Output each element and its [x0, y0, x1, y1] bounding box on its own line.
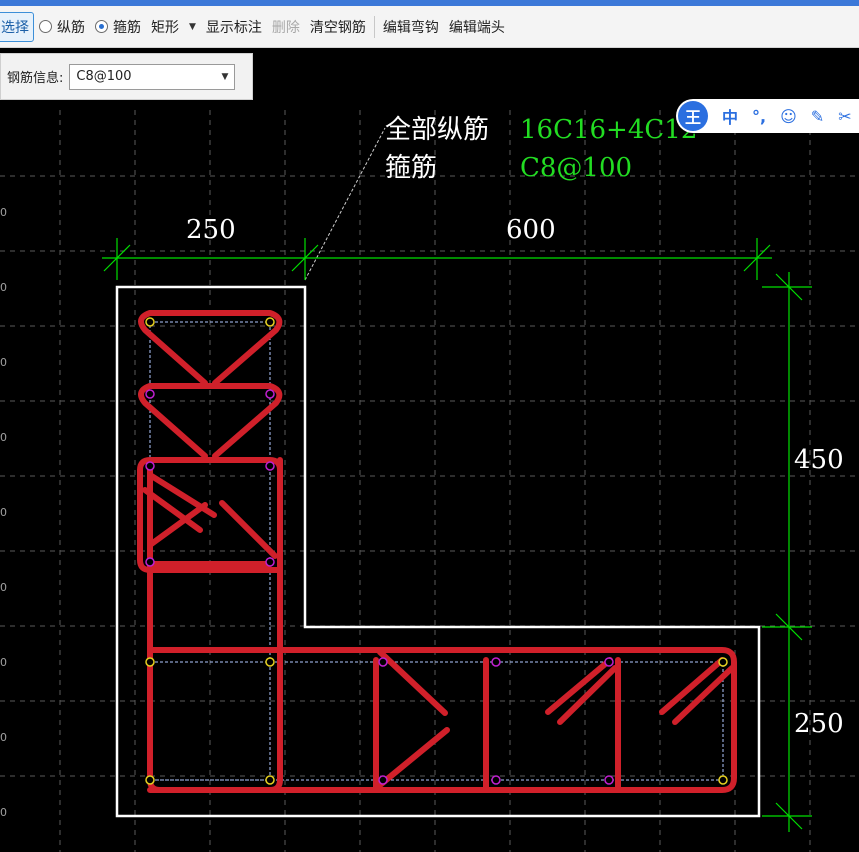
- stirrup-label: 箍筋: [385, 153, 437, 183]
- rebar-info-select[interactable]: C8@100 ▼: [69, 63, 236, 90]
- radio-icon: [39, 20, 52, 33]
- ime-emoji-icon[interactable]: ☺: [780, 106, 797, 126]
- ime-logo-icon[interactable]: 王: [678, 101, 708, 131]
- axis-tick-label: 0: [0, 656, 7, 669]
- axis-tick-label: 0: [0, 731, 7, 744]
- ime-lang-toggle[interactable]: 中: [722, 108, 739, 127]
- dim-right-bottom: 250: [794, 709, 844, 739]
- stirrup-value: C8@100: [520, 153, 632, 183]
- dimensions: [102, 238, 812, 832]
- axis-tick-labels: 0 0 0 0 0 0 0 0 0: [0, 206, 7, 819]
- delete-button[interactable]: 删除: [271, 19, 300, 36]
- rebar-info-label: 钢筋信息:: [7, 71, 64, 86]
- axis-tick-label: 0: [0, 581, 7, 594]
- dim-top-right: 600: [506, 215, 556, 245]
- chevron-down-icon: ▼: [189, 21, 196, 32]
- dim-right-top: 450: [794, 445, 844, 475]
- axis-tick-label: 0: [0, 806, 7, 819]
- ime-pen-icon[interactable]: ✎: [810, 106, 825, 126]
- clear-rebar-button[interactable]: 清空钢筋: [309, 19, 366, 36]
- longitudinal-label: 全部纵筋: [385, 115, 489, 145]
- ime-toolbar[interactable]: 王 中 °, ☺ ✎ ✂: [676, 99, 859, 133]
- axis-tick-label: 0: [0, 356, 7, 369]
- axis-tick-label: 0: [0, 431, 7, 444]
- axis-tick-label: 0: [0, 206, 7, 219]
- inner-guide-lines: [149, 321, 724, 781]
- corner-bars[interactable]: [145, 317, 728, 785]
- show-dimension-button[interactable]: 显示标注: [205, 19, 262, 36]
- ime-tool-icon[interactable]: ✂: [838, 106, 852, 126]
- axis-tick-label: 0: [0, 281, 7, 294]
- chevron-down-icon: ▼: [221, 71, 229, 82]
- middle-bars[interactable]: [145, 389, 614, 785]
- longitudinal-value: 16C16+4C12: [520, 115, 697, 145]
- dim-top-left: 250: [186, 215, 236, 245]
- rect-dropdown[interactable]: 矩形▼: [151, 19, 196, 36]
- axis-tick-label: 0: [0, 506, 7, 519]
- stirrup-radio[interactable]: 箍筋: [90, 13, 146, 41]
- toolbar: 选择 纵筋 箍筋 矩形▼ 显示标注 删除 清空钢筋 编辑弯钩 编辑端头: [0, 6, 859, 48]
- window-top-border: [0, 0, 859, 6]
- stirrups[interactable]: [137, 310, 737, 793]
- section-outline[interactable]: [115, 285, 761, 818]
- radio-checked-icon: [95, 20, 108, 33]
- select-button[interactable]: 选择: [0, 11, 34, 42]
- edit-end-button[interactable]: 编辑端头: [448, 19, 505, 36]
- dimension-texts: 250 600 450 250: [186, 215, 844, 739]
- rebar-info-value: C8@100: [76, 69, 132, 84]
- rebar-annotation: 全部纵筋 16C16+4C12 箍筋 C8@100: [385, 115, 697, 183]
- rebar-info-panel: 钢筋信息: C8@100 ▼: [0, 53, 253, 100]
- toolbar-separator: [373, 15, 375, 38]
- ime-punct-icon[interactable]: °,: [752, 106, 767, 126]
- longitudinal-radio[interactable]: 纵筋: [34, 13, 90, 41]
- leader-line: [304, 127, 386, 281]
- edit-hook-button[interactable]: 编辑弯钩: [382, 19, 439, 36]
